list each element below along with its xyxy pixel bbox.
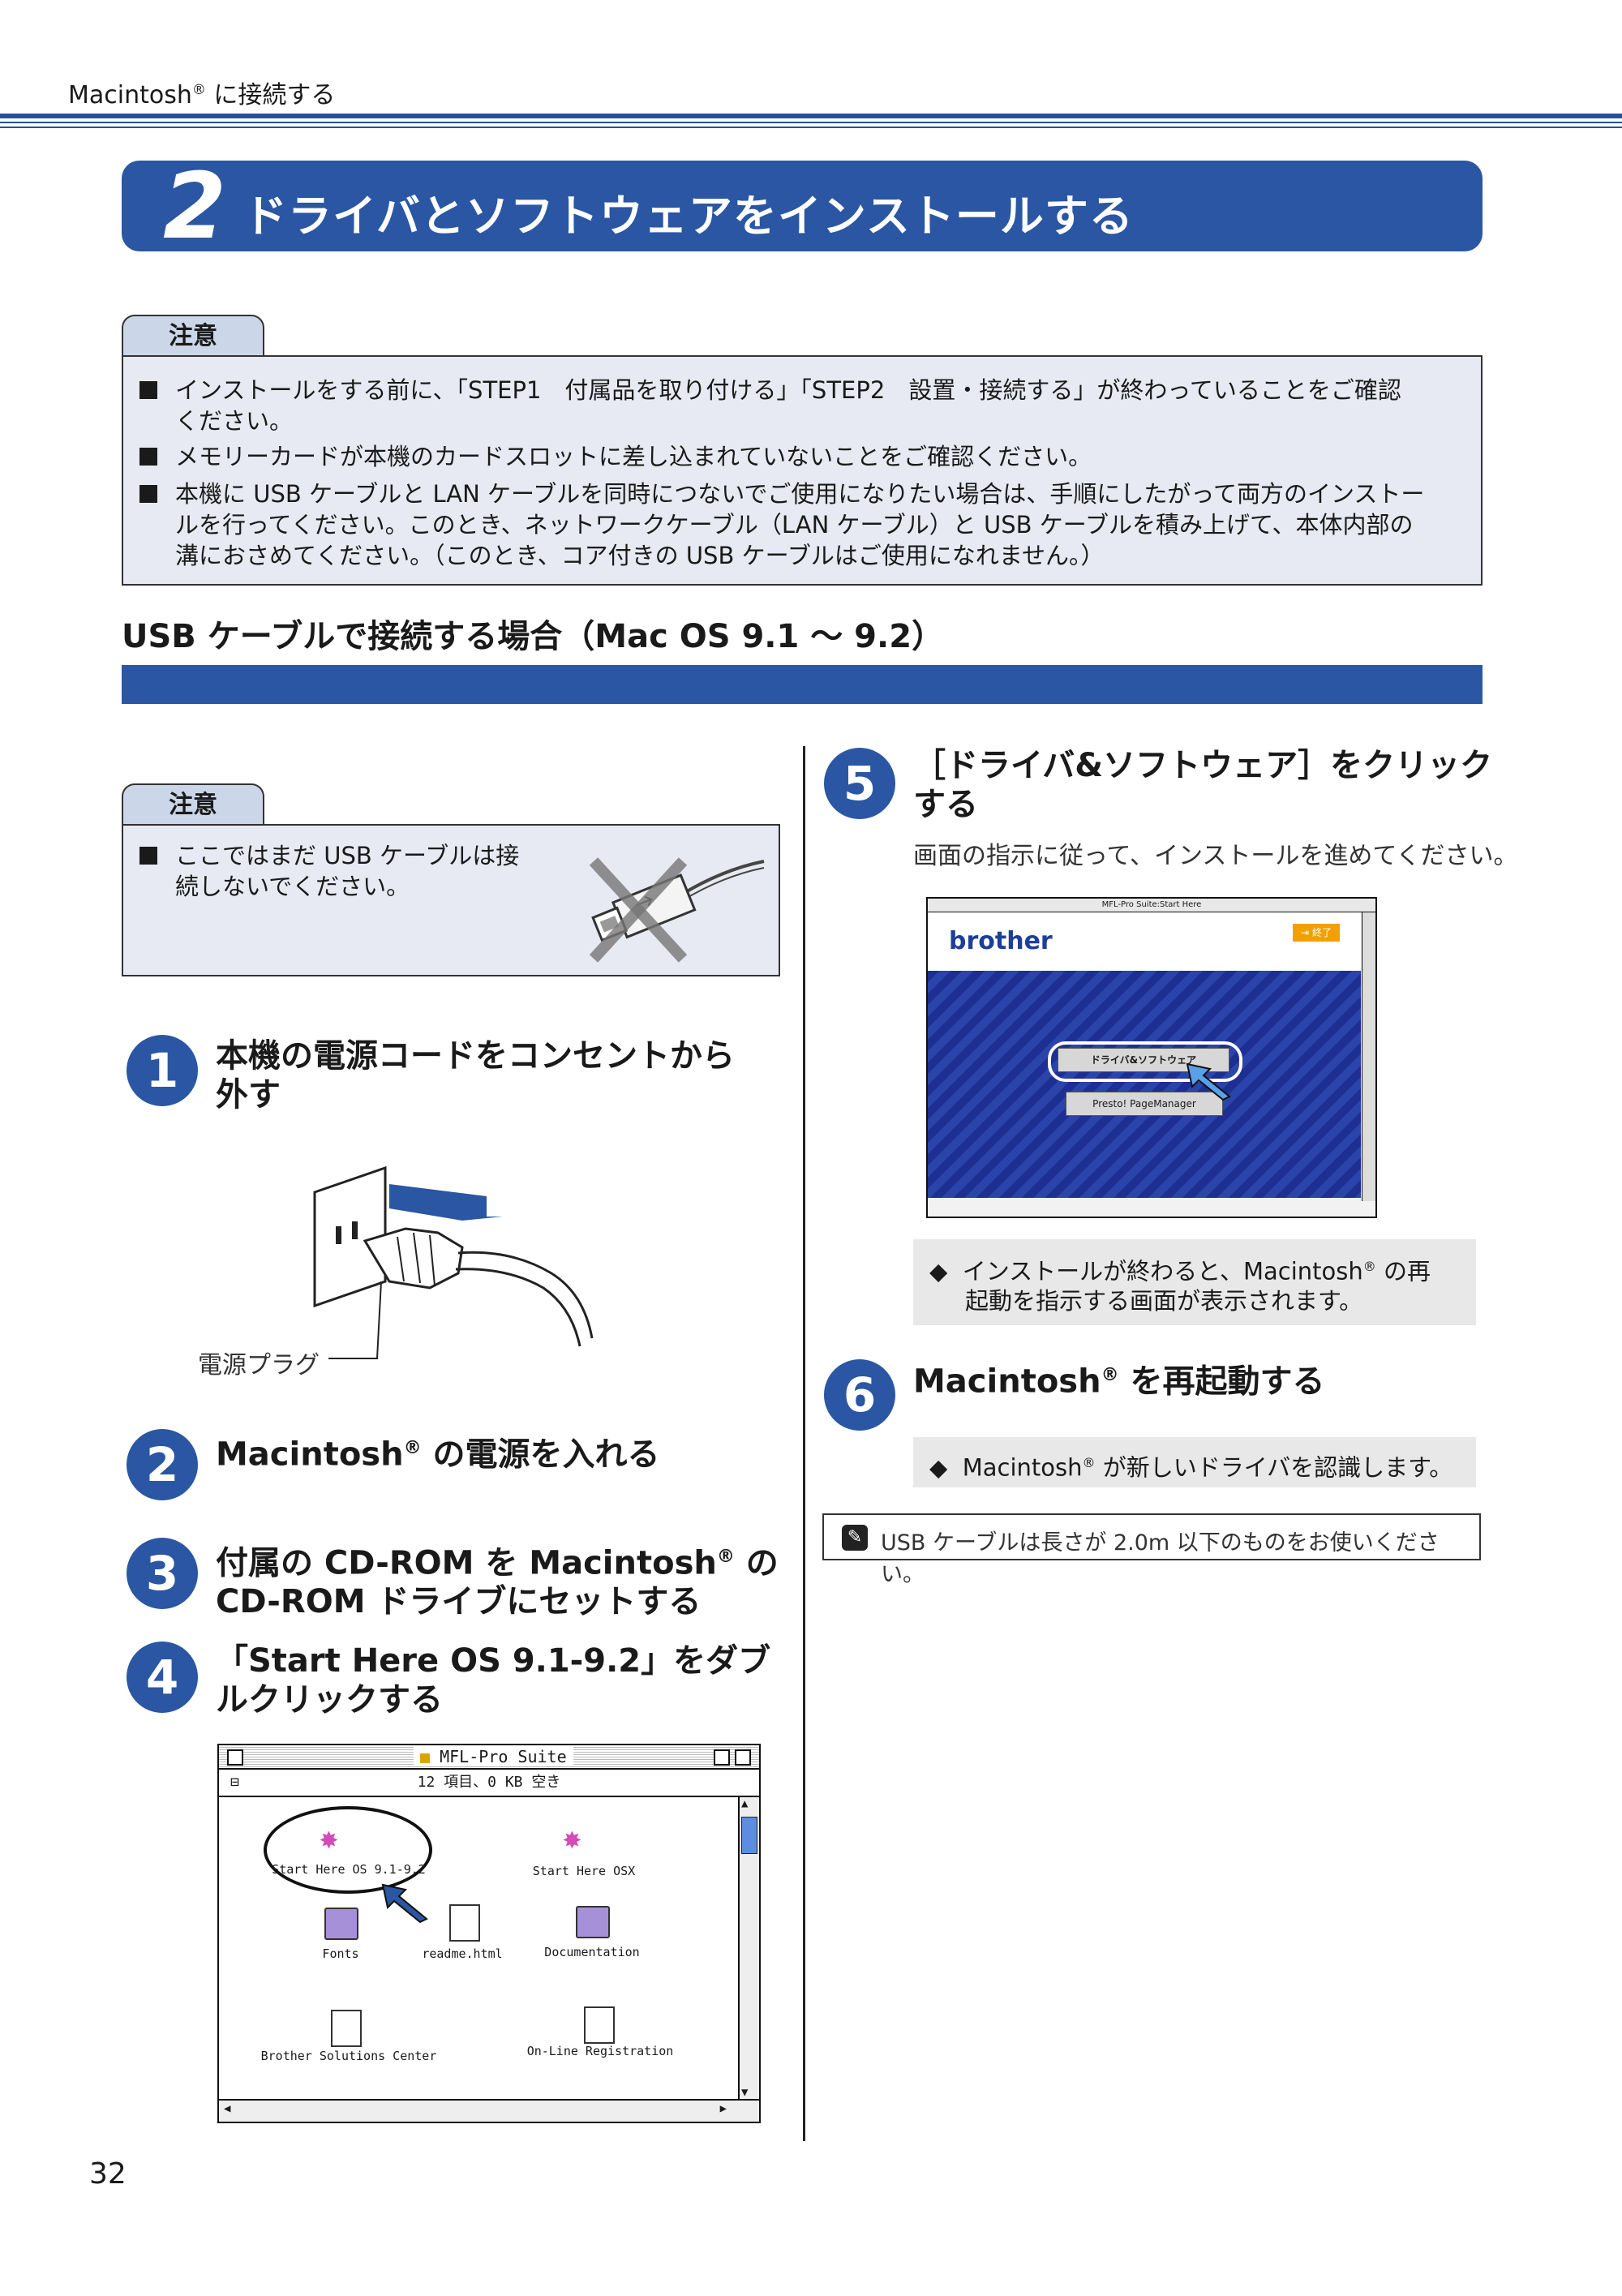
fonts-folder-icon[interactable] <box>324 1908 358 1940</box>
memo-text: USB ケーブルは長さが 2.0m 以下のものをお使いください。 <box>881 1530 1440 1587</box>
document-icon[interactable] <box>449 1904 480 1942</box>
scroll-right-icon: ▶ <box>719 2102 727 2115</box>
running-header: Macintosh® に接続する <box>68 81 336 109</box>
zoom-box-icon[interactable] <box>714 1749 730 1766</box>
brother-logo: brother <box>949 927 1053 955</box>
step-4-title: 「Start Here OS 9.1-9.2」をダブルクリックする <box>216 1642 771 1719</box>
scroll-left-icon: ◀ <box>224 2102 231 2115</box>
step-6-badge: 6 <box>824 1359 895 1431</box>
step-1-badge: 1 <box>127 1035 198 1106</box>
start-here-osx-icon[interactable]: ✸ <box>563 1820 581 1856</box>
step-3-badge: 3 <box>127 1538 198 1609</box>
installer-header: brother ⇥ 終了 <box>928 912 1361 971</box>
scroll-up-icon: ▲ <box>741 1797 749 1810</box>
memo-pencil-icon: ✎ <box>842 1525 868 1551</box>
subsection-heading: USB ケーブルで接続する場合（Mac OS 9.1 ～ 9.2） <box>122 618 945 655</box>
finder-status-bar: ⊟12 項目、0 KB 空き <box>219 1770 759 1797</box>
vertical-scrollbar[interactable]: ▲ ▼ <box>738 1797 759 2099</box>
web-link-icon[interactable] <box>331 2010 362 2047</box>
close-box-icon[interactable] <box>227 1749 243 1766</box>
header-rule-thin-2 <box>0 127 1622 128</box>
caution-box-2: ここではまだ USB ケーブルは接続しないでください。 <box>122 824 780 976</box>
header-rule-thin <box>0 122 1622 123</box>
memo-box: ✎ USB ケーブルは長さが 2.0m 以下のものをお使いください。 <box>822 1513 1481 1587</box>
registration-link-icon[interactable] <box>584 2006 615 2044</box>
folder-title-icon: ■ <box>420 1747 431 1766</box>
info-text-2: 起動を指示する画面が表示されます。 <box>965 1287 1363 1315</box>
collapse-box-icon[interactable] <box>735 1749 751 1766</box>
step-6-title: Macintosh® を再起動する <box>913 1363 1325 1401</box>
subsection-bar <box>122 665 1483 704</box>
header-rule <box>0 114 1622 118</box>
step-2-title: Macintosh® の電源を入れる <box>216 1436 660 1474</box>
presto-pagemanager-button[interactable]: Presto! PageManager <box>1066 1092 1223 1116</box>
finder-window: ■ MFL-Pro Suite ⊟12 項目、0 KB 空き ▲ ▼ ◀ ▶ ✸… <box>217 1744 761 2123</box>
column-divider <box>803 746 805 2141</box>
documentation-folder-icon[interactable] <box>576 1906 610 1938</box>
step-2-badge: 2 <box>127 1429 198 1500</box>
highlight-ring <box>1048 1041 1242 1082</box>
usb-cable-prohibited-icon <box>589 857 765 963</box>
info-text: ◆ インストールが終わると、Macintosh® の再 <box>929 1257 1431 1285</box>
step-1-title: 本機の電源コードをコンセントから外す <box>216 1037 735 1114</box>
icon-label[interactable]: Start Here OSX <box>532 1864 636 1878</box>
start-here-icon[interactable]: ✸ <box>320 1820 338 1856</box>
exit-icon: ⇥ <box>1301 927 1310 938</box>
scroll-thumb[interactable] <box>741 1817 757 1854</box>
caution-box: インストールをする前に、「STEP1 付属品を取り付ける」「STEP2 設置・接… <box>122 355 1483 586</box>
finder-titlebar[interactable]: ■ MFL-Pro Suite <box>219 1745 759 1770</box>
pointer-arrow-icon <box>381 1883 428 1924</box>
installer-titlebar[interactable]: MFL-Pro Suite:Start Here <box>928 899 1375 912</box>
lock-icon: ⊟ <box>230 1774 239 1791</box>
exit-button[interactable]: ⇥ 終了 <box>1293 924 1340 942</box>
highlight-circle <box>264 1806 432 1894</box>
plug-label: 電源プラグ <box>198 1351 320 1380</box>
page-number: 32 <box>89 2157 127 2191</box>
section-title: ドライバとソフトウェアをインストールする <box>243 191 1134 242</box>
step-4-badge: 4 <box>127 1642 198 1713</box>
info-box-driver: ◆ Macintosh® が新しいドライバを認識します。 <box>913 1437 1476 1487</box>
caution-tab-2: 注意 <box>122 783 264 826</box>
caution-tab: 注意 <box>122 315 264 357</box>
scroll-down-icon: ▼ <box>741 2086 749 2099</box>
step-5-badge: 5 <box>824 748 895 819</box>
icon-label[interactable]: On-Line Registration <box>526 2044 674 2058</box>
step-5-description: 画面の指示に従って、インストールを進めてください。 <box>913 842 1518 870</box>
installer-scrollbar[interactable] <box>1362 912 1375 1201</box>
info-box-restart: ◆ インストールが終わると、Macintosh® の再 起動を指示する画面が表示… <box>913 1239 1476 1325</box>
icon-label[interactable]: readme.html <box>422 1946 503 1961</box>
installer-window: MFL-Pro Suite:Start Here brother ⇥ 終了 ドラ… <box>926 897 1377 1218</box>
finder-title: ■ MFL-Pro Suite <box>414 1747 573 1766</box>
icon-label[interactable]: Fonts <box>322 1946 359 1961</box>
section-title-bar <box>122 161 1483 251</box>
power-plug-illustration <box>313 1165 594 1359</box>
installer-body <box>928 971 1361 1198</box>
step-5-title: ［ドライバ&ソフトウェア］をクリックする <box>913 747 1493 823</box>
icon-label[interactable]: Documentation <box>544 1945 640 1959</box>
pointer-arrow-icon <box>1186 1062 1231 1101</box>
icon-label[interactable]: Start Here OS 9.1-9.2 <box>272 1862 426 1877</box>
icon-label[interactable]: Brother Solutions Center <box>260 2049 437 2063</box>
horizontal-scrollbar[interactable]: ◀ ▶ <box>219 2099 759 2122</box>
info-text: ◆ Macintosh® が新しいドライバを認識します。 <box>929 1453 1453 1482</box>
section-number: 2 <box>163 154 226 260</box>
